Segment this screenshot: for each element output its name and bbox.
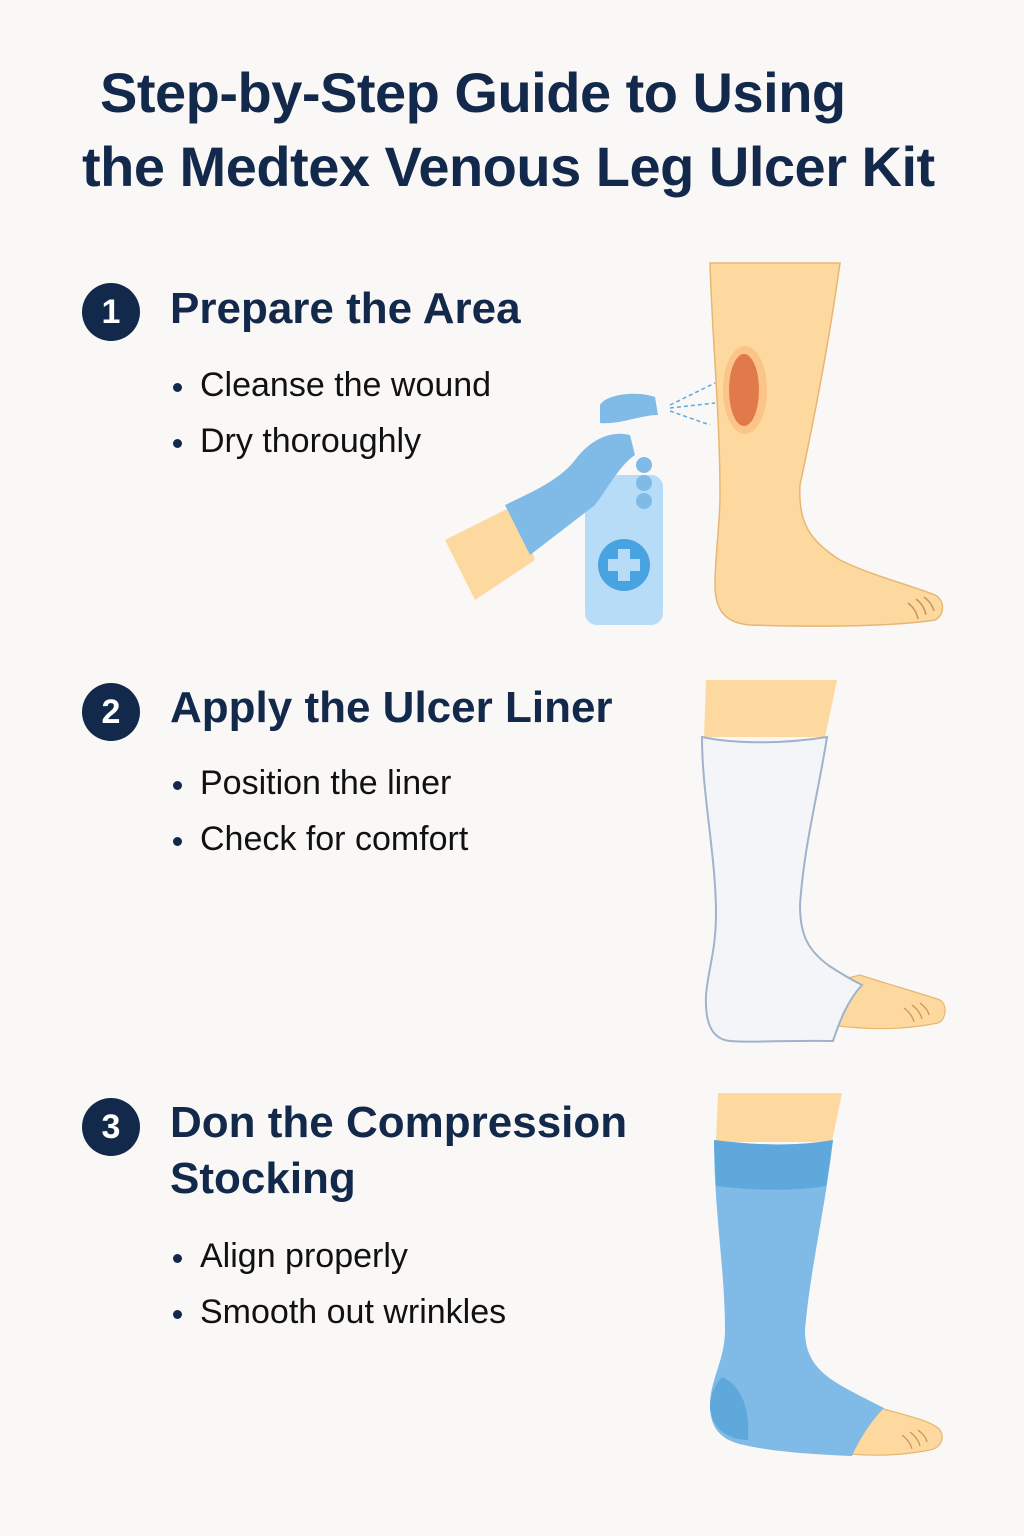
step-title: Apply the Ulcer Liner [170, 683, 613, 732]
bullet-item: Cleanse the wound [170, 357, 491, 413]
stocking-leg-illustration [710, 1093, 943, 1456]
gloved-hand-icon [445, 433, 635, 600]
step-title: Don the Compression Stocking [170, 1095, 670, 1207]
liner-leg-illustration [700, 680, 946, 1043]
bullet-list: Position the liner Check for comfort [170, 755, 468, 867]
bullet-list: Cleanse the wound Dry thoroughly [170, 357, 491, 469]
bullet-item: Position the liner [170, 755, 468, 811]
bullet-item: Check for comfort [170, 811, 468, 867]
leg-icon [709, 262, 944, 627]
bullet-item: Dry thoroughly [170, 413, 491, 469]
step-number-badge: 3 [82, 1098, 140, 1156]
page-title: Step-by-Step Guide to Using the Medtex V… [0, 56, 1024, 204]
step-title-line-2: Stocking [170, 1154, 356, 1203]
step-number-badge: 1 [82, 283, 140, 341]
wound-icon [723, 346, 767, 434]
step-title: Prepare the Area [170, 284, 521, 333]
bullet-item: Align properly [170, 1228, 506, 1284]
title-line-2: the Medtex Venous Leg Ulcer Kit [82, 135, 935, 198]
spray-mist-icon [669, 382, 716, 426]
spray-leg-illustration [445, 262, 944, 627]
step-title-line-1: Don the Compression [170, 1098, 628, 1147]
bullet-item: Smooth out wrinkles [170, 1284, 506, 1340]
spray-bottle-icon [585, 393, 663, 625]
title-line-1: Step-by-Step Guide to Using [100, 61, 846, 124]
bullet-list: Align properly Smooth out wrinkles [170, 1228, 506, 1340]
step-number-badge: 2 [82, 683, 140, 741]
